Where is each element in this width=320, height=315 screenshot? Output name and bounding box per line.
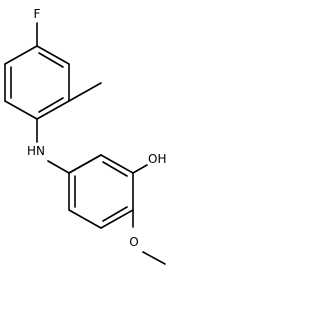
bond-ring1-double-a (38, 52, 64, 68)
bond-ring1-a (36, 45, 70, 65)
bond-ring2-f (68, 154, 102, 174)
bond-ring2-c (100, 209, 134, 229)
amine-label: HN (27, 144, 45, 158)
bond-methyl (68, 82, 102, 102)
bond-ring2-double-a (102, 161, 128, 177)
bond-ring1-d (4, 100, 38, 120)
molecule-structure: F HN OH O (4, 7, 166, 265)
methoxy-oxygen-label: O (129, 235, 138, 249)
hydroxyl-label: OH (148, 152, 166, 166)
bond-ring1-f (4, 45, 38, 65)
bond-ring2-double-b (102, 206, 128, 222)
bond-ring2-a (100, 154, 134, 174)
bond-ring1-c (36, 100, 70, 120)
bond-ring2-d (68, 209, 102, 229)
fluorine-label: F (34, 7, 41, 21)
bond-o-ch3 (142, 251, 166, 265)
atom-labels: F HN OH O (27, 7, 166, 249)
bond-n-ch2 (47, 160, 70, 174)
bonds (4, 22, 166, 265)
bond-ring1-double-b (38, 97, 64, 113)
bond-c-oh (132, 164, 148, 174)
